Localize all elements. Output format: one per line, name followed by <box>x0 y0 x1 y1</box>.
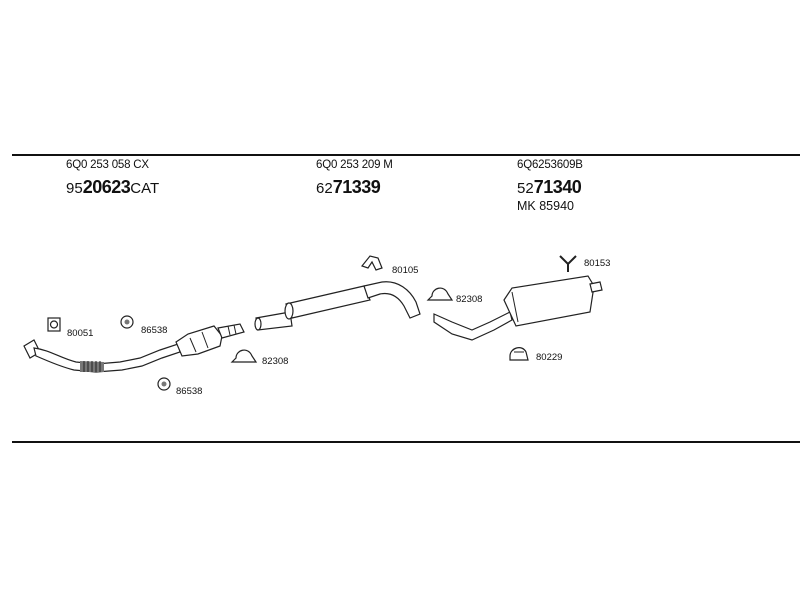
hanger-icon <box>360 255 383 271</box>
bottom-divider <box>12 441 800 443</box>
middle-silencer <box>254 281 421 331</box>
clamp-icon <box>230 349 258 363</box>
gasket-icon <box>47 317 61 332</box>
part-label-hanger: 80153 <box>584 258 610 269</box>
rubber-mount-icon <box>157 377 171 391</box>
front-pipe-catalyst <box>23 323 245 373</box>
rear-silencer <box>433 275 603 341</box>
part-label-gasket: 80051 <box>67 328 93 339</box>
clamp-icon <box>426 287 454 301</box>
clamp-icon <box>509 347 529 361</box>
header-group-rear-silencer: 6Q6253609B 5271340 MK 85940 <box>517 159 583 213</box>
part-number: 6271339 <box>316 176 381 197</box>
top-divider <box>12 154 800 156</box>
oem-number: 6Q0 253 209 M <box>316 159 393 171</box>
header-group-catalyst: 6Q0 253 058 CX 9520623CAT <box>66 159 160 197</box>
rubber-mount-icon <box>120 315 134 329</box>
oem-number: 6Q6253609B <box>517 159 583 171</box>
part-label-rubber-mount: 86538 <box>141 325 167 336</box>
oem-number: 6Q0 253 058 CX <box>66 159 149 171</box>
part-label-hanger: 80105 <box>392 265 418 276</box>
part-label-clamp: 80229 <box>536 352 562 363</box>
mounting-kit-number: MK 85940 <box>517 198 574 213</box>
part-label-rubber-mount: 86538 <box>176 386 202 397</box>
part-label-clamp: 82308 <box>262 356 288 367</box>
part-number: 9520623CAT <box>66 176 160 197</box>
part-label-clamp: 82308 <box>456 294 482 305</box>
part-number: 5271340 <box>517 176 582 197</box>
hanger-icon <box>559 255 577 272</box>
header-group-middle-silencer: 6Q0 253 209 M 6271339 <box>316 159 393 197</box>
